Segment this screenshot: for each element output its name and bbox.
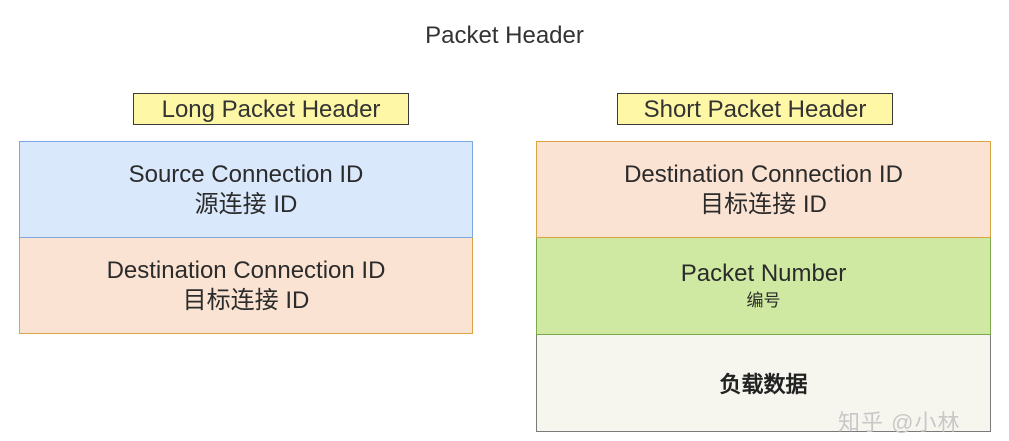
short-packet-number-zh: 编号 [746,291,781,310]
short-payload-zh: 负载数据 [719,372,808,397]
short-packet-number-cell: Packet Number 编号 [536,238,991,335]
long-source-connection-id-en: Source Connection ID [128,160,364,188]
long-source-connection-id-cell: Source Connection ID 源连接 ID [19,141,473,238]
long-packet-header-stack: Source Connection ID 源连接 ID Destination … [19,141,473,334]
long-destination-connection-id-cell: Destination Connection ID 目标连接 ID [19,238,473,334]
diagram-title: Packet Header [425,22,584,49]
long-destination-connection-id-zh: 目标连接 ID [182,286,310,314]
short-destination-connection-id-cell: Destination Connection ID 目标连接 ID [536,141,991,238]
long-destination-connection-id-en: Destination Connection ID [106,256,386,284]
long-source-connection-id-zh: 源连接 ID [194,190,298,218]
short-destination-connection-id-en: Destination Connection ID [624,160,903,188]
short-packet-header-stack: Destination Connection ID 目标连接 ID Packet… [536,141,991,432]
short-destination-connection-id-zh: 目标连接 ID [700,190,827,218]
short-packet-number-en: Packet Number [680,260,847,287]
short-payload-cell: 负载数据 [536,335,991,432]
watermark-text: 知乎 @小林 [838,410,961,435]
long-packet-header-label: Long Packet Header [133,93,409,125]
short-packet-header-label: Short Packet Header [617,93,893,125]
